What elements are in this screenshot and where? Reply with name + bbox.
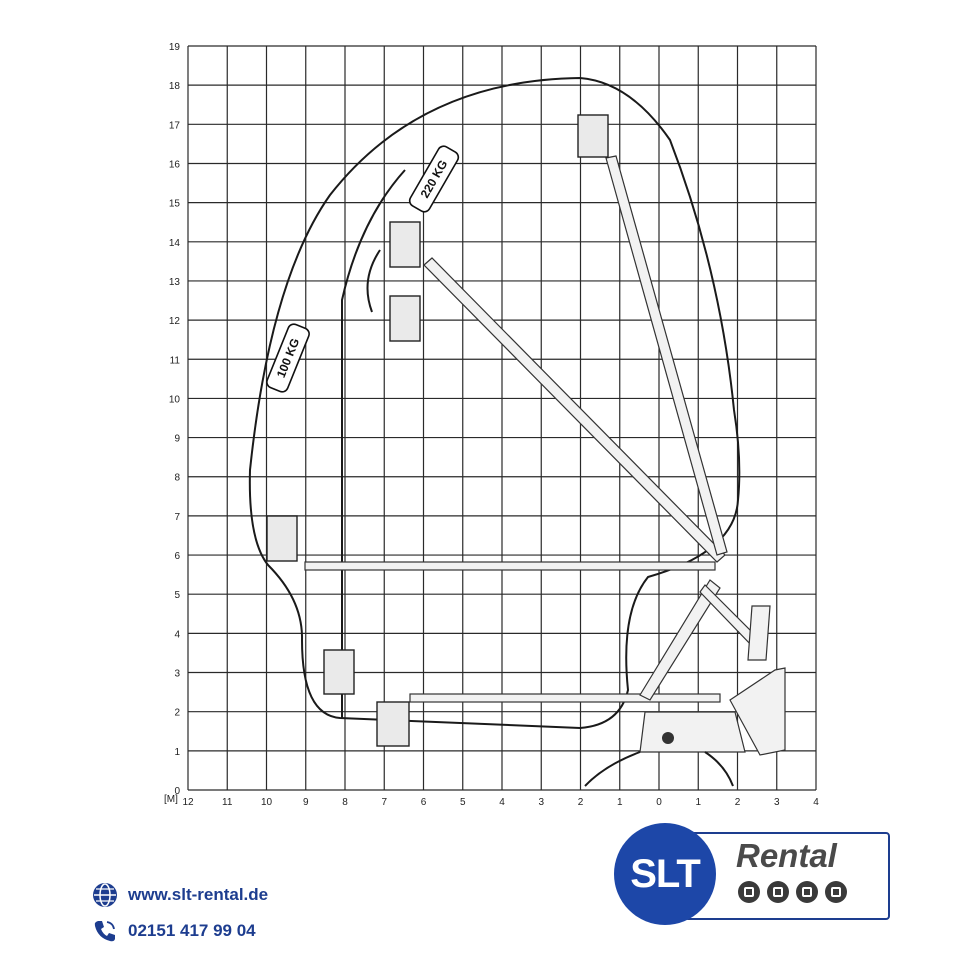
- y-tick-label: 8: [174, 473, 180, 484]
- logo-mark: SLT: [630, 851, 701, 896]
- x-tick-label: 8: [342, 797, 348, 808]
- outrigger-right: [704, 751, 734, 787]
- x-tick-label: 9: [303, 797, 309, 808]
- contact-website[interactable]: www.slt-rental.de: [92, 882, 268, 908]
- outer-envelope-100kg: [248, 76, 741, 730]
- globe-icon: [93, 883, 117, 907]
- contact-phone[interactable]: 02151 417 99 04: [92, 918, 256, 944]
- y-tick-label: 15: [169, 199, 181, 210]
- y-tick-label: 1: [174, 747, 180, 758]
- x-tick-label: 3: [774, 797, 780, 808]
- y-tick-label: 18: [169, 81, 181, 92]
- turret: [639, 711, 746, 753]
- machine-icon: [825, 881, 847, 903]
- service-icons: [738, 881, 847, 903]
- x-tick-label: 0: [656, 797, 662, 808]
- y-tick-label: 4: [174, 629, 180, 640]
- phone-text[interactable]: 02151 417 99 04: [128, 921, 256, 940]
- grid-lines: [187, 45, 817, 791]
- truck-icon: [796, 881, 818, 903]
- cage-top: [577, 114, 609, 158]
- x-tick-label: 1: [695, 797, 701, 808]
- hand-tool-icon: [767, 881, 789, 903]
- rear-frame: [729, 667, 786, 756]
- cage-mid-left: [389, 295, 421, 342]
- x-tick-label: 4: [813, 797, 819, 808]
- x-tick-label: 2: [735, 797, 741, 808]
- wheel-hub: [662, 732, 674, 744]
- rear-jib-arm: [747, 605, 771, 661]
- slt-rental-logo: SLT Rental: [614, 823, 890, 925]
- boom-positions: [304, 155, 761, 703]
- house-icon: [738, 881, 760, 903]
- logo-circle: SLT: [614, 823, 716, 925]
- boom-lower-arm: [639, 579, 721, 701]
- x-tick-label: 2: [578, 797, 584, 808]
- y-tick-label: 7: [174, 512, 180, 523]
- y-tick-label: 6: [174, 551, 180, 562]
- y-tick-label: 0: [174, 786, 180, 797]
- boom-diagonal: [423, 257, 726, 563]
- y-tick-label: 17: [169, 120, 181, 131]
- axis-unit-label: [M]: [164, 794, 178, 805]
- website-text[interactable]: www.slt-rental.de: [128, 885, 269, 904]
- x-tick-label: 12: [182, 797, 194, 808]
- rotation-arrow: [366, 249, 381, 313]
- outrigger-left: [584, 751, 641, 787]
- y-tick-label: 11: [170, 355, 181, 366]
- x-tick-label: 5: [460, 797, 466, 808]
- y-tick-label: 19: [169, 42, 181, 53]
- y-tick-label: 12: [169, 316, 181, 327]
- y-tick-label: 16: [169, 159, 181, 170]
- boom-horizontal-high: [304, 561, 716, 571]
- y-tick-label: 5: [174, 590, 180, 601]
- x-tick-label: 6: [421, 797, 427, 808]
- x-tick-label: 10: [261, 797, 273, 808]
- inner-envelope-220kg: [341, 169, 406, 718]
- phone-icon: [94, 921, 115, 942]
- boom-vertical: [605, 155, 728, 556]
- label-220kg: 220 KG: [408, 145, 460, 213]
- boom-horizontal-low: [409, 693, 721, 703]
- x-tick-label: 4: [499, 797, 505, 808]
- y-tick-label: 2: [174, 708, 180, 719]
- logo-frame: [684, 832, 890, 920]
- x-tick-label: 1: [617, 797, 623, 808]
- base-machine: [584, 605, 786, 787]
- cage-far-left: [266, 515, 298, 562]
- y-tick-label: 10: [169, 394, 181, 405]
- x-tick-label: 3: [538, 797, 544, 808]
- y-tick-label: 13: [169, 277, 181, 288]
- platform-cages: [266, 114, 609, 747]
- y-tick-label: 3: [174, 669, 180, 680]
- x-tick-label: 11: [222, 797, 233, 808]
- logo-word: Rental: [736, 837, 837, 874]
- y-tick-label: 14: [169, 238, 181, 249]
- y-tick-label: 9: [174, 434, 180, 445]
- cage-low-left: [323, 649, 355, 695]
- x-tick-label: 7: [381, 797, 387, 808]
- cage-upper-left: [389, 221, 421, 268]
- cage-bottom: [376, 701, 410, 747]
